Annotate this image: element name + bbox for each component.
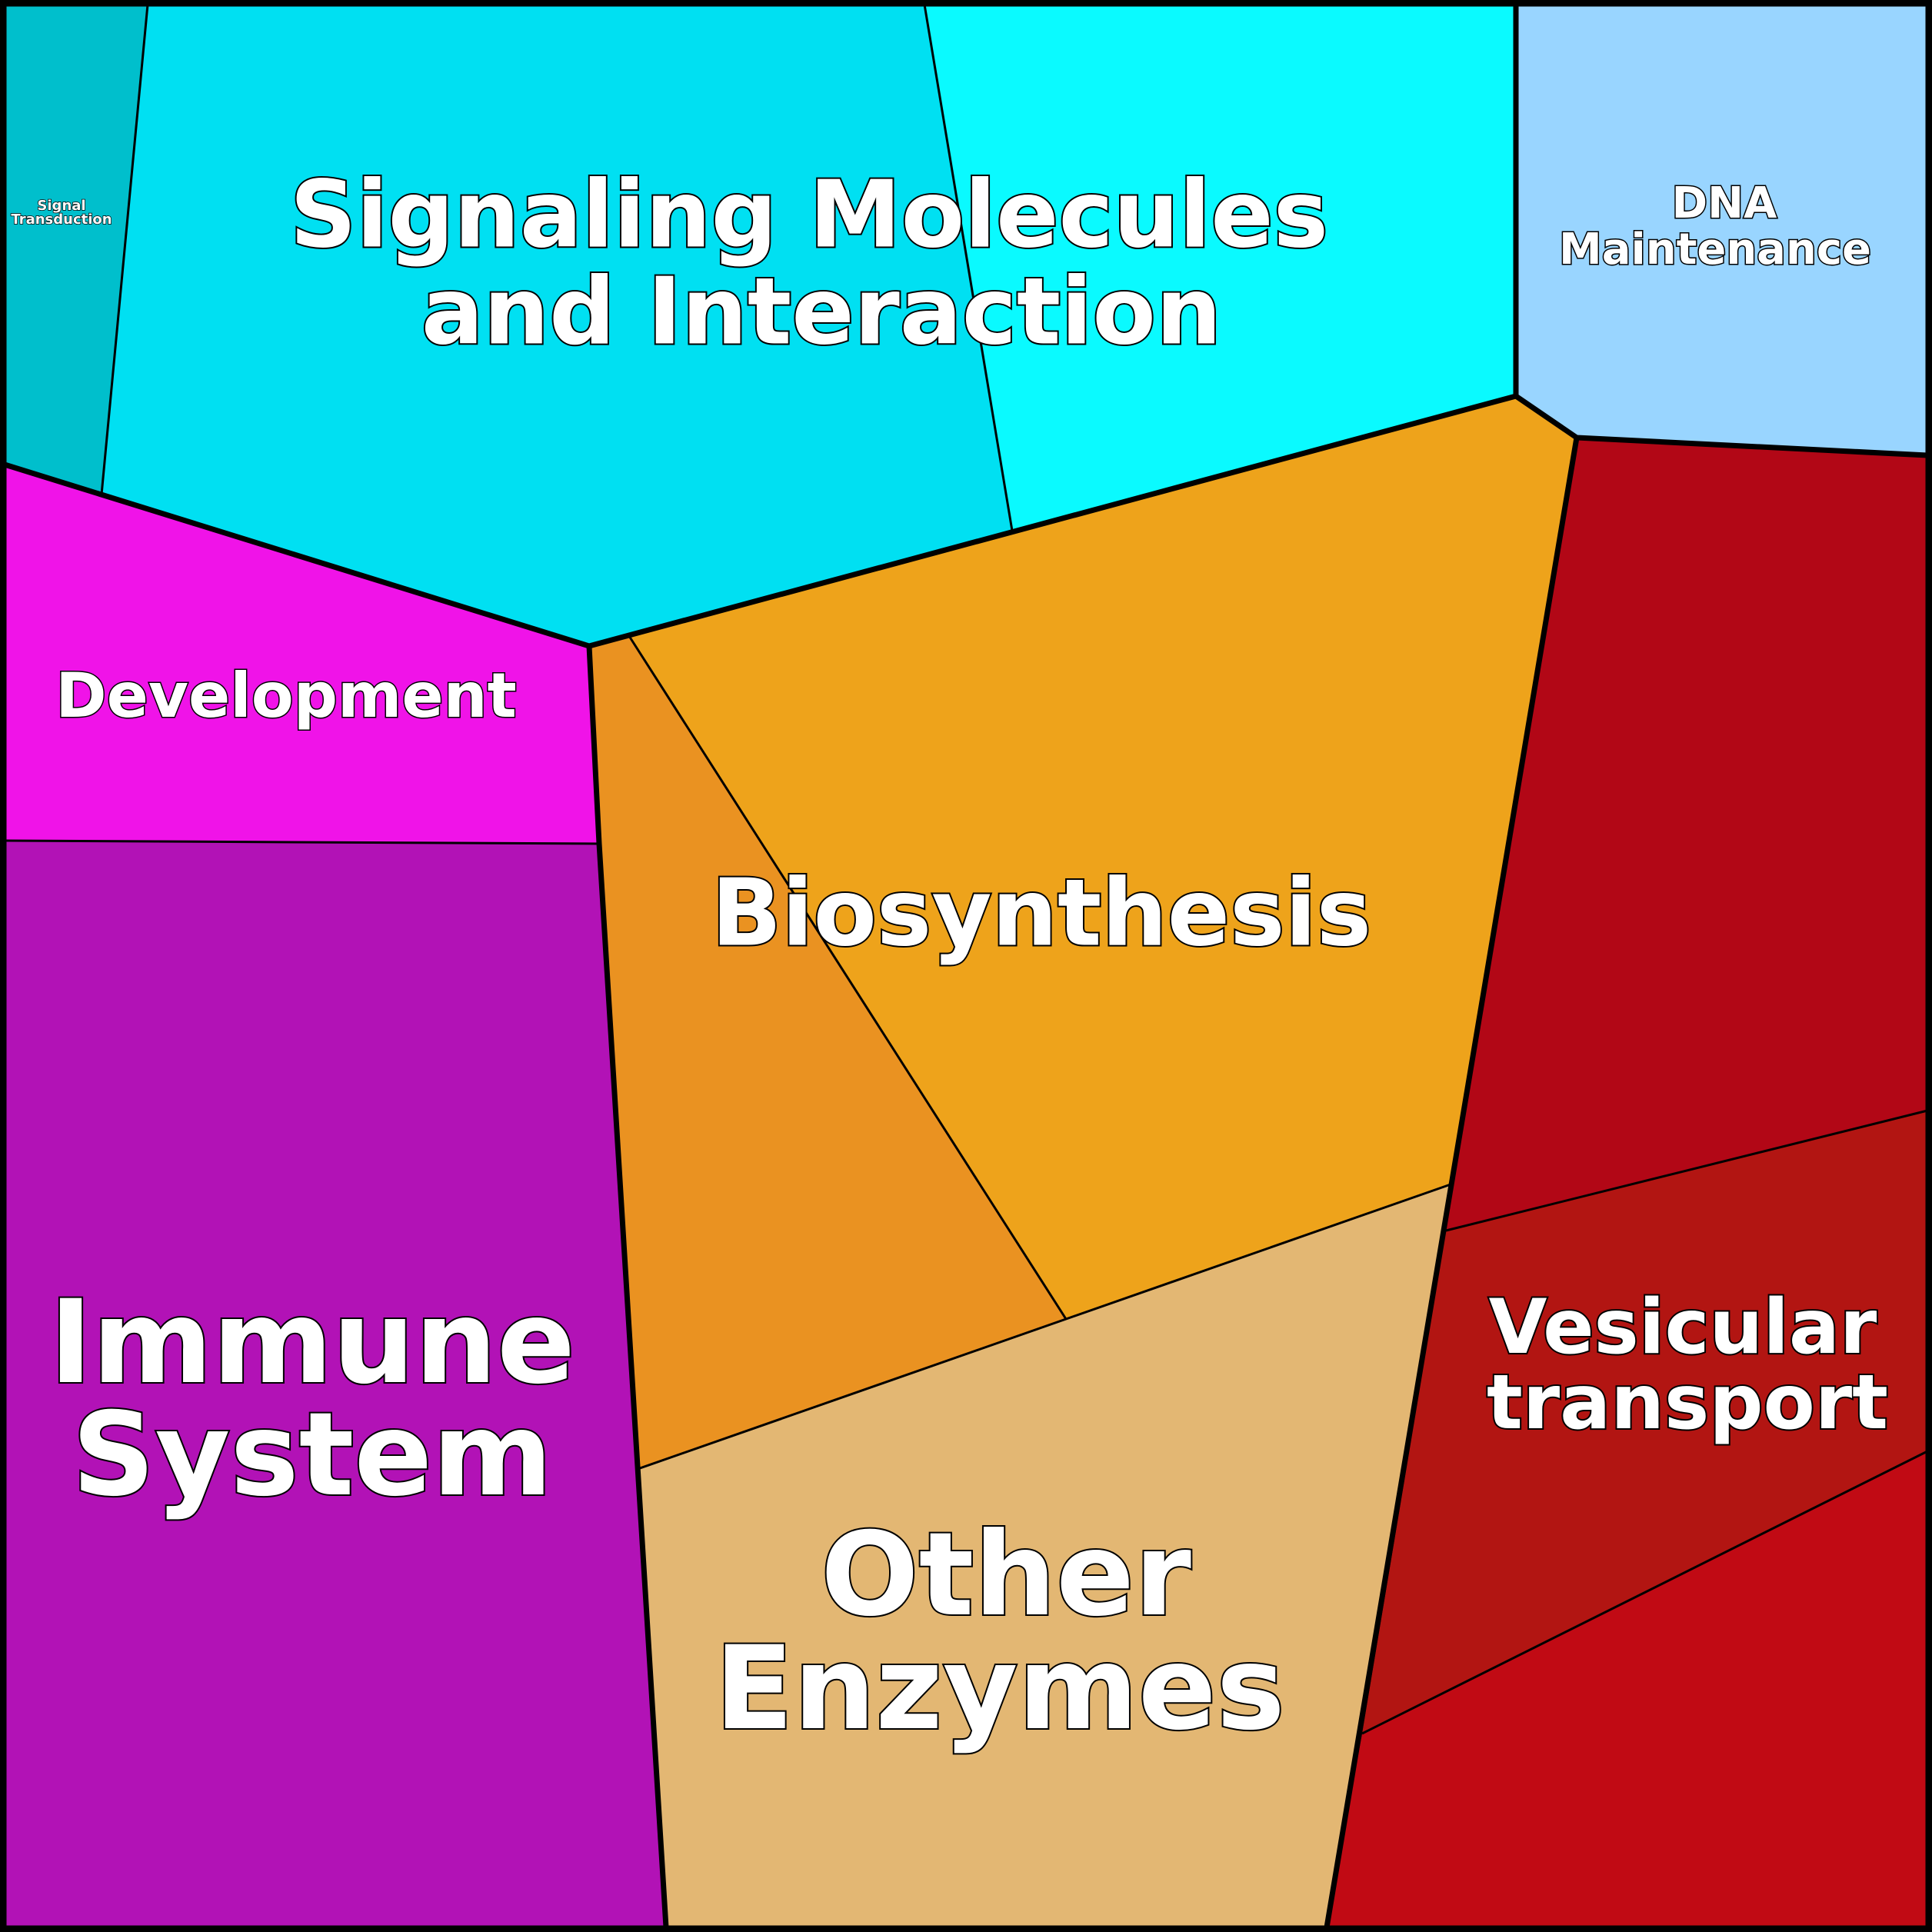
cell-vesicular-transport-b <box>1362 1111 1927 1734</box>
cell-vesicular-transport-a <box>1446 438 1927 1231</box>
label-development: Development <box>55 660 517 731</box>
label-signaling-molecules-2: and Interaction <box>421 259 1222 366</box>
label-immune-system-2: System <box>72 1388 553 1522</box>
cell-biosynthesis-a <box>589 636 1066 1468</box>
cell-signaling-molecules-b <box>924 5 1516 531</box>
cell-development <box>5 465 599 844</box>
label-immune-system: Immune <box>49 1276 575 1410</box>
label-signal-transduction: Signal <box>37 198 85 214</box>
label-dna-maintenance-2: Maintenance <box>1559 225 1871 275</box>
cell-biosynthesis-b <box>629 396 1577 1319</box>
label-vesicular-transport: Vesicular <box>1489 1284 1877 1371</box>
label-signaling-molecules: Signaling Molecules <box>290 162 1328 269</box>
sub-borders <box>4 4 1928 1735</box>
label-dna-maintenance: DNA <box>1672 178 1777 228</box>
label-vesicular-transport-2: transport <box>1487 1359 1888 1447</box>
cell-vesicular-transport-c <box>1327 1451 1927 1927</box>
label-signal-transduction-2: Transduction <box>11 212 112 228</box>
cell-other-enzymes <box>640 1184 1451 1927</box>
cells <box>5 5 1927 1927</box>
label-other-enzymes: Other <box>821 1508 1191 1642</box>
cell-dna-maintenance <box>1516 5 1927 455</box>
label-biosynthesis: Biosynthesis <box>711 861 1371 968</box>
label-other-enzymes-2: Enzymes <box>715 1622 1285 1756</box>
cell-signaling-molecules-a <box>102 5 1012 646</box>
cell-immune-system <box>5 841 666 1927</box>
labels: Signal Transduction Signaling Molecules … <box>11 161 1890 1757</box>
